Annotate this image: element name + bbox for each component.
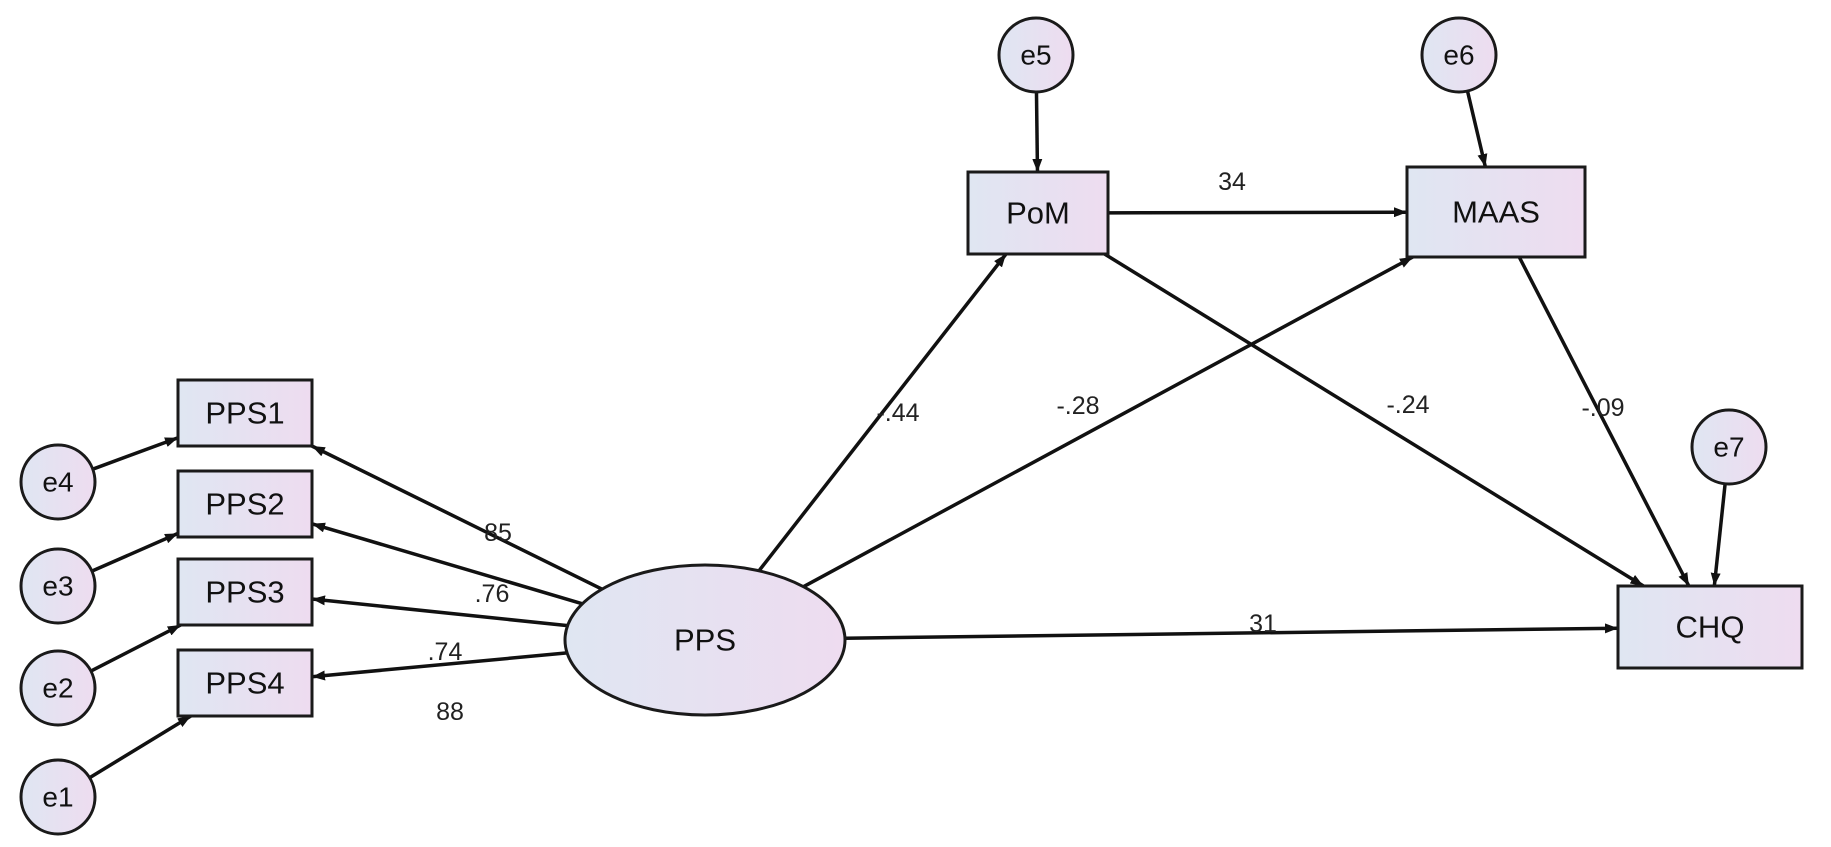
observed-node-pps3: [176, 557, 314, 627]
coefficient-label-pom-to-maas: 34: [1218, 168, 1246, 196]
observed-node-chq: [1616, 584, 1804, 670]
observed-node-label-pps2: PPS2: [205, 487, 284, 522]
error-arrow-e3-to-PPS2: [91, 531, 179, 573]
coefficient-label-pps-to-pps4: 88: [436, 698, 464, 726]
error-node-e4: [19, 443, 97, 521]
loading-arrow-PPS-to-PPS3: [311, 595, 568, 628]
error-node-label-e2: e2: [42, 673, 73, 704]
error-node-label-e7: e7: [1713, 432, 1744, 463]
path-arrow-MAAS-to-CHQ: [1517, 256, 1691, 587]
error-arrow-e6-to-MAAS: [1465, 90, 1488, 168]
observed-node-label-pom: PoM: [1006, 196, 1070, 231]
error-node-e5: [997, 16, 1075, 94]
path-arrow-PPS-to-CHQ: [844, 623, 1619, 640]
coefficient-label-pps-to-chq: 31: [1249, 610, 1277, 638]
error-arrow-e5-to-PoM: [1032, 91, 1043, 173]
error-node-e1: [19, 758, 97, 836]
latent-node-label-pps: PPS: [674, 623, 736, 658]
error-arrow-e1-to-PPS4: [88, 714, 192, 780]
coefficient-label-pps-to-pps2: .76: [475, 580, 510, 608]
observed-node-pom: [966, 170, 1110, 256]
observed-node-maas: [1405, 165, 1587, 259]
observed-node-pps1: [176, 378, 314, 448]
observed-node-pps2: [176, 469, 314, 539]
error-arrow-e4-to-PPS1: [92, 436, 179, 471]
coefficient-label-pom-to-chq: -.24: [1386, 391, 1429, 419]
observed-node-pps4: [176, 648, 314, 718]
latent-node-pps: [563, 563, 847, 717]
path-arrow-PPS-to-PoM: [757, 252, 1008, 572]
coefficient-label-maas-to-chq: -.09: [1581, 394, 1624, 422]
error-node-label-e6: e6: [1443, 40, 1474, 71]
error-node-label-e3: e3: [42, 571, 73, 602]
path-arrow-PPS-to-MAAS: [802, 255, 1414, 589]
error-node-label-e5: e5: [1020, 40, 1051, 71]
edges-layer: [88, 90, 1727, 780]
error-node-label-e4: e4: [42, 467, 73, 498]
observed-node-label-chq: CHQ: [1676, 610, 1745, 645]
path-arrow-PoM-to-MAAS: [1107, 207, 1408, 218]
error-node-e6: [1420, 16, 1498, 94]
coefficient-label-pps-to-pps1: 85: [484, 519, 512, 547]
loading-arrow-PPS-to-PPS1: [311, 444, 603, 591]
loading-arrow-PPS-to-PPS2: [311, 522, 583, 606]
error-arrow-e2-to-PPS3: [90, 623, 182, 673]
path-arrow-PoM-to-CHQ: [1103, 252, 1645, 588]
loading-arrow-PPS-to-PPS4: [311, 651, 568, 681]
observed-node-label-pps1: PPS1: [205, 396, 284, 431]
error-node-label-e1: e1: [42, 782, 73, 813]
error-node-e2: [19, 649, 97, 727]
coefficient-labels-layer: 85 .76 .74 88 -.44 -.28 31 34 -.24 -.09: [428, 168, 1625, 726]
error-node-e7: [1690, 408, 1768, 486]
coefficient-label-pps-to-pom: -.44: [876, 399, 919, 427]
error-arrow-e7-to-CHQ: [1710, 483, 1727, 587]
coefficient-label-pps-to-pps3: .74: [428, 638, 463, 666]
coefficient-label-pps-to-maas: -.28: [1056, 392, 1099, 420]
observed-node-label-pps3: PPS3: [205, 575, 284, 610]
observed-node-label-pps4: PPS4: [205, 666, 284, 701]
observed-node-label-maas: MAAS: [1452, 195, 1540, 230]
error-node-e3: [19, 547, 97, 625]
